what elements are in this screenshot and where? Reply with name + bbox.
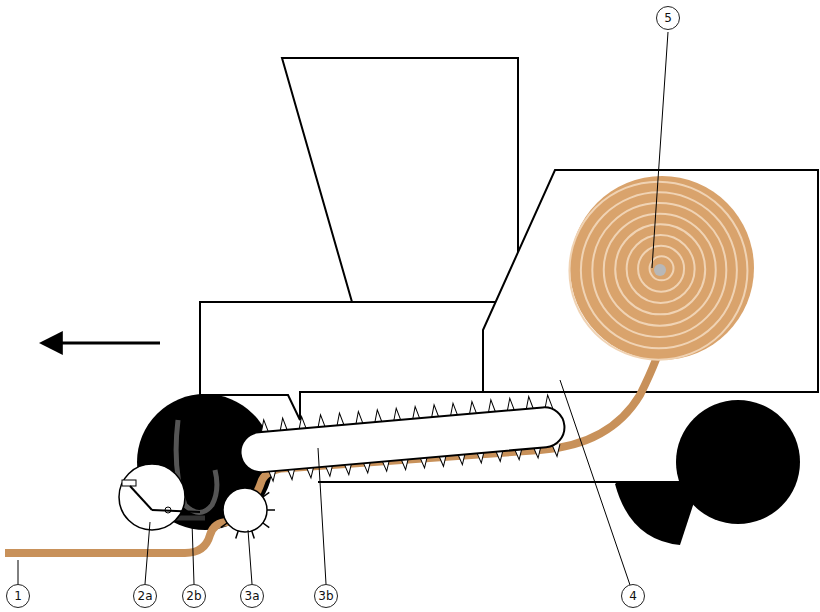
bale-ring xyxy=(592,203,726,337)
bale xyxy=(570,176,754,360)
conveyor xyxy=(238,394,567,484)
pickup-arm xyxy=(130,486,152,510)
bale-ring xyxy=(638,246,684,292)
body xyxy=(200,302,520,420)
conveyor-belt xyxy=(239,406,566,474)
direction-arrow xyxy=(58,342,160,345)
leader-line xyxy=(192,522,194,584)
leader-line xyxy=(560,380,630,585)
callout-number: 2b xyxy=(182,584,206,608)
bale-ring xyxy=(615,224,705,314)
pickup-reel xyxy=(119,464,185,530)
pickup-arm xyxy=(122,480,136,486)
callout-number: 3a xyxy=(240,584,264,608)
callout-number: 4 xyxy=(621,584,645,608)
pickup-rod xyxy=(152,510,200,512)
leader-lines xyxy=(18,32,668,585)
bale-ring xyxy=(650,256,674,280)
leader-line xyxy=(145,522,150,584)
crop-flow xyxy=(5,330,665,553)
callout-number: 3b xyxy=(314,584,338,608)
rotor-drum xyxy=(223,488,267,532)
rear-wheel xyxy=(676,400,800,524)
bale-core xyxy=(654,264,666,276)
rotor xyxy=(215,481,275,538)
bale-ring xyxy=(627,235,695,303)
bale-ring xyxy=(581,192,737,348)
hopper xyxy=(282,58,518,302)
bale-ring xyxy=(604,214,716,326)
callout-number: 5 xyxy=(656,6,680,30)
leader-line xyxy=(18,560,19,584)
leader-line xyxy=(652,32,668,268)
bale-chamber xyxy=(483,170,818,392)
leader-line xyxy=(248,530,252,584)
callout-number: 1 xyxy=(6,584,30,608)
bale-ring xyxy=(569,182,747,360)
leader-line xyxy=(318,448,326,584)
bale-rings xyxy=(569,182,747,360)
callout-number: 2a xyxy=(133,584,157,608)
